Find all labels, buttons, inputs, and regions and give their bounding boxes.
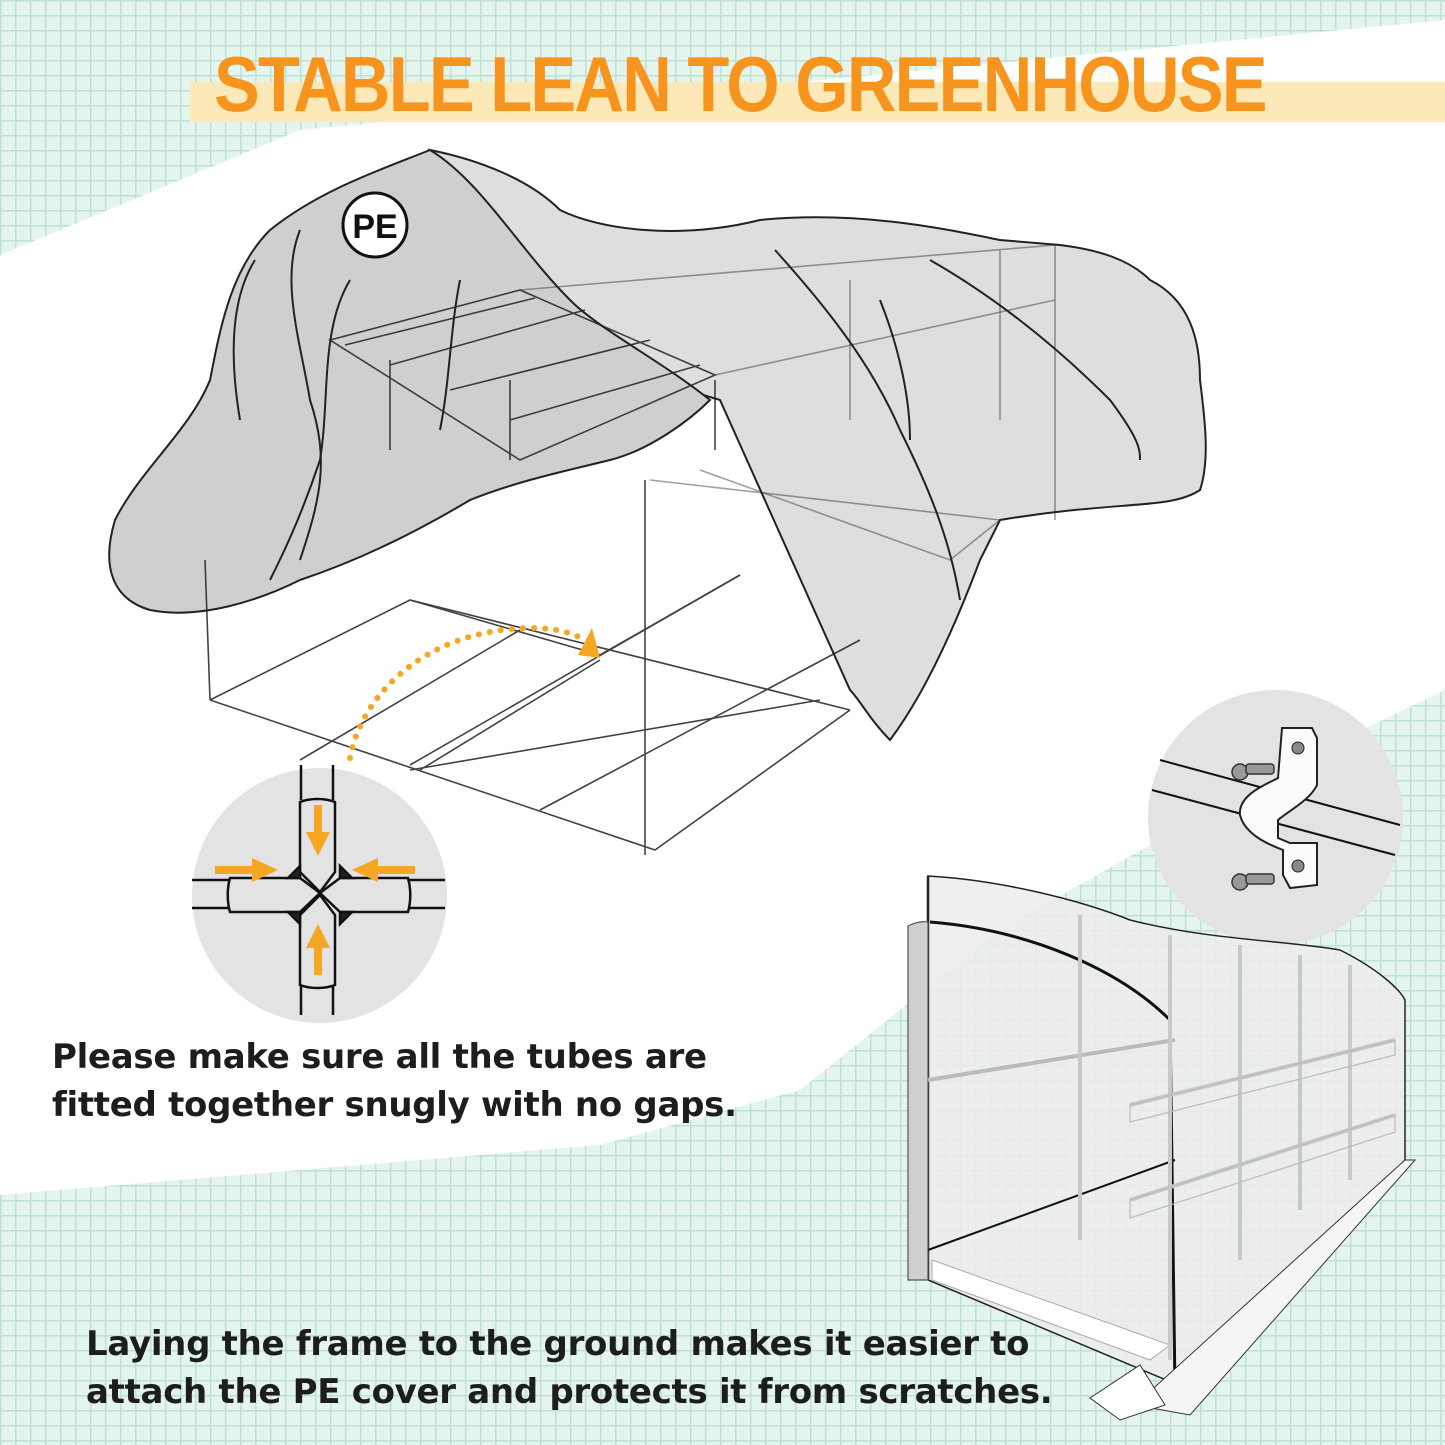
- arrowhead-icon: [578, 628, 600, 658]
- connector-caption-line1: Please make sure all the tubes are: [52, 1037, 707, 1077]
- connector-caption-line2: fitted together snugly with no gaps.: [52, 1085, 737, 1125]
- ground-caption: Laying the frame to the ground makes it …: [86, 1320, 1053, 1416]
- ground-caption-line1: Laying the frame to the ground makes it …: [86, 1324, 1030, 1364]
- page-title: STABLE LEAN TO GREENHOUSE: [214, 40, 1268, 128]
- pe-cover-front: [108, 148, 712, 614]
- pe-badge: PE: [341, 191, 409, 259]
- pipe-clamp-illustration: [1151, 727, 1401, 891]
- title-highlight-bar: [190, 82, 1445, 122]
- dotted-arc-arrow: [347, 624, 588, 761]
- connector-caption: Please make sure all the tubes are fitte…: [52, 1033, 737, 1129]
- cross-connector-illustration: [192, 765, 445, 1015]
- pe-cover-back: [427, 148, 1207, 742]
- svg-text:PE: PE: [352, 208, 397, 246]
- assembled-greenhouse-illustration: [907, 875, 1417, 1421]
- ground-caption-line2: attach the PE cover and protects it from…: [86, 1372, 1053, 1412]
